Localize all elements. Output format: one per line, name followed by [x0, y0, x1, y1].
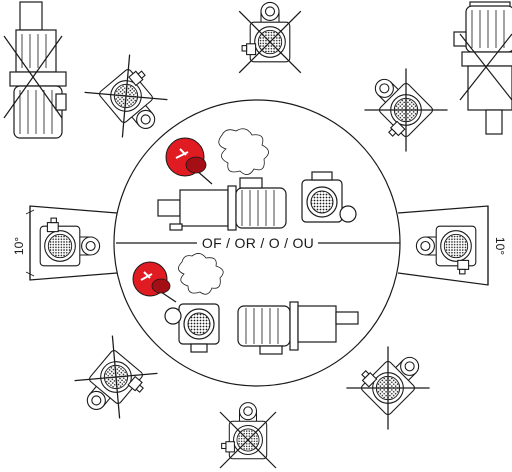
vent-plug-icon-lower [132, 261, 177, 303]
tilt-wedge-left [25, 205, 118, 281]
forbidden-position-top-left [3, 1, 67, 139]
forbidden-position-top-center [238, 1, 302, 74]
forbidden-position-upper-right [357, 67, 449, 153]
angle-label-left: 10° [12, 237, 26, 255]
gearmotor-side-upper [157, 177, 287, 231]
forbidden-position-upper-left [83, 53, 174, 140]
forbidden-position-lower-left [73, 334, 159, 426]
mounting-code-label: OF / OR / O / OU [202, 235, 314, 251]
vent-plug-icon [165, 137, 213, 185]
vent-cloud-icon-lower [178, 253, 224, 295]
tilt-wedge-right [397, 205, 489, 286]
gearmotor-end-upper [301, 171, 357, 223]
angle-label-right: 10° [493, 237, 507, 255]
gearmotor-side-lower [237, 301, 359, 355]
forbidden-position-bottom-center [219, 402, 277, 469]
gearmotor-end-lower [164, 303, 220, 353]
forbidden-position-top-right [453, 1, 512, 135]
forbidden-position-lower-right [345, 339, 431, 431]
vent-cloud-icon [218, 128, 269, 175]
